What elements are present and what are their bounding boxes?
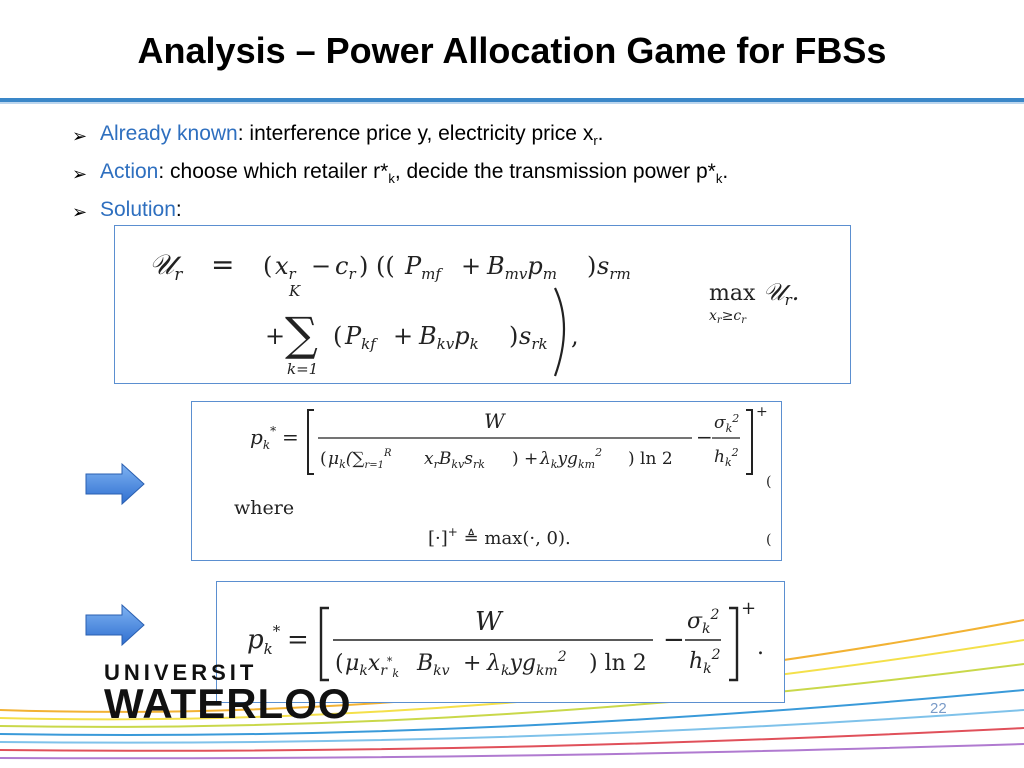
bullet-text: : choose which retailer r*	[158, 160, 389, 183]
svg-text:−: −	[311, 252, 331, 280]
svg-text:): )	[509, 322, 518, 350]
slide-title: Analysis – Power Allocation Game for FBS…	[137, 30, 887, 71]
bullet-subscript: k	[388, 171, 395, 187]
arrow-bullet-icon: ➢	[72, 202, 88, 222]
svg-text:,: ,	[571, 322, 579, 350]
bullet-keyword: Action	[100, 160, 159, 183]
svg-text:W: W	[484, 409, 506, 433]
bullet-keyword: Already known	[100, 122, 238, 145]
bullet-text: :	[175, 198, 182, 221]
svg-text:=: =	[287, 625, 309, 655]
svg-text:σk2: σk2	[687, 607, 720, 637]
svg-text:xr≥cr: xr≥cr	[709, 308, 747, 326]
svg-text:) +: ) +	[512, 449, 538, 469]
svg-text:hk2: hk2	[689, 647, 721, 677]
bullet-tail: .	[722, 160, 729, 183]
svg-text:𝒰r: 𝒰r	[149, 248, 183, 285]
svg-text:pk*: pk*	[247, 622, 281, 658]
right-arrow-icon	[85, 603, 145, 647]
svg-text:σk2: σk2	[714, 412, 739, 435]
title-rule-shadow	[0, 102, 1024, 104]
svg-text:μk(∑r=1R: μk(∑r=1R	[328, 448, 392, 471]
svg-text:+: +	[463, 651, 481, 676]
svg-text:[·]+ ≜ max(·, 0).: [·]+ ≜ max(·, 0).	[428, 525, 571, 549]
svg-text:.: .	[757, 635, 764, 660]
equation-box-utility: 𝒰r = ( xr − cr ) (( Pmf + Bmvpm ) srm + …	[114, 225, 851, 384]
arrow-bullet-icon: ➢	[72, 126, 88, 146]
equation-power-closed-form-image: pk* = W ( μkxr*k Bkv + λkygkm2 ) ln 2 − …	[247, 598, 764, 682]
bullet-subscript-2: k	[715, 171, 723, 187]
page-number: 22	[930, 700, 947, 717]
svg-text:(: (	[333, 322, 342, 350]
bullet-keyword: Solution	[100, 198, 176, 221]
svg-text:+: +	[393, 322, 413, 350]
svg-text:λkygkm2: λkygkm2	[486, 649, 567, 679]
svg-text:(: (	[320, 449, 327, 469]
arrow-bullet-icon: ➢	[72, 164, 88, 184]
equation-box-power-general: pk* = W ( μk(∑r=1R xrBkvsrk ) + λkygkm2 …	[191, 401, 782, 561]
bullet-text-2: , decide the transmission power p*	[394, 160, 716, 183]
svg-text:=: =	[211, 248, 234, 281]
equation-power-general-image: pk* = W ( μk(∑r=1R xrBkvsrk ) + λkygkm2 …	[234, 404, 771, 549]
svg-text:hk2: hk2	[714, 446, 739, 469]
logo-top-text: UNIVERSIT	[104, 660, 258, 685]
max-label: max	[709, 281, 756, 306]
svg-text:) ln 2: ) ln 2	[628, 449, 673, 469]
eq2-plus: +	[756, 404, 768, 420]
bullet-action: ➢ Action: choose which retailer r*k, dec…	[72, 158, 972, 196]
svg-text:λkygkm2: λkygkm2	[539, 446, 602, 471]
svg-text:=: =	[282, 425, 299, 449]
bullet-text: : interference price y, electricity pric…	[237, 122, 594, 145]
svg-text:srm: srm	[597, 252, 631, 283]
bullet-solution: ➢ Solution:	[72, 196, 972, 234]
svg-text:Bkv: Bkv	[416, 651, 450, 679]
svg-text:Bmvpm: Bmvpm	[486, 252, 557, 283]
svg-text:W: W	[475, 607, 504, 637]
svg-text:(: (	[766, 532, 771, 548]
equation-box-power-closed-form: pk* = W ( μkxr*k Bkv + λkygkm2 ) ln 2 − …	[216, 581, 785, 703]
svg-text:pk*: pk*	[250, 424, 276, 452]
svg-text:+: +	[461, 252, 481, 280]
bullet-already-known: ➢ Already known: interference price y, e…	[72, 120, 972, 158]
bullet-list: ➢ Already known: interference price y, e…	[72, 120, 972, 234]
bullet-subscript: r	[593, 133, 598, 149]
svg-text:) ln 2: ) ln 2	[589, 651, 647, 676]
where-label: where	[234, 497, 294, 519]
bullet-tail: .	[597, 122, 604, 145]
svg-text:Bkvpk: Bkvpk	[418, 322, 479, 353]
svg-text:): )	[587, 252, 596, 280]
svg-text:xr: xr	[275, 252, 297, 283]
svg-text:(: (	[263, 252, 272, 280]
logo-bottom-text: WATERLOO	[104, 680, 352, 727]
svg-text:(: (	[766, 474, 771, 490]
title-rule	[0, 98, 1024, 102]
svg-text:∑: ∑	[285, 307, 318, 361]
svg-text:+: +	[741, 598, 756, 619]
svg-text:k=1: k=1	[287, 360, 318, 378]
right-arrow-icon	[85, 462, 145, 506]
svg-text:−: −	[663, 625, 685, 655]
svg-text:−: −	[696, 425, 713, 449]
svg-text:+: +	[265, 322, 285, 350]
svg-text:Pkf: Pkf	[344, 322, 378, 353]
svg-text:𝒰r.: 𝒰r.	[763, 278, 799, 309]
university-logo: UNIVERSIT WATERLOO	[104, 660, 352, 728]
svg-text:μkxr*k: μkxr*k	[345, 651, 399, 680]
svg-text:(: (	[335, 651, 344, 676]
svg-text:xrBkvsrk: xrBkvsrk	[424, 449, 485, 471]
svg-text:K: K	[288, 282, 301, 300]
svg-text:Pmf: Pmf	[404, 252, 443, 283]
svg-text:cr: cr	[335, 252, 356, 283]
svg-text:) ((: ) ((	[359, 252, 395, 280]
svg-text:srk: srk	[519, 322, 548, 353]
equation-utility-image: 𝒰r = ( xr − cr ) (( Pmf + Bmvpm ) srm + …	[149, 248, 799, 378]
